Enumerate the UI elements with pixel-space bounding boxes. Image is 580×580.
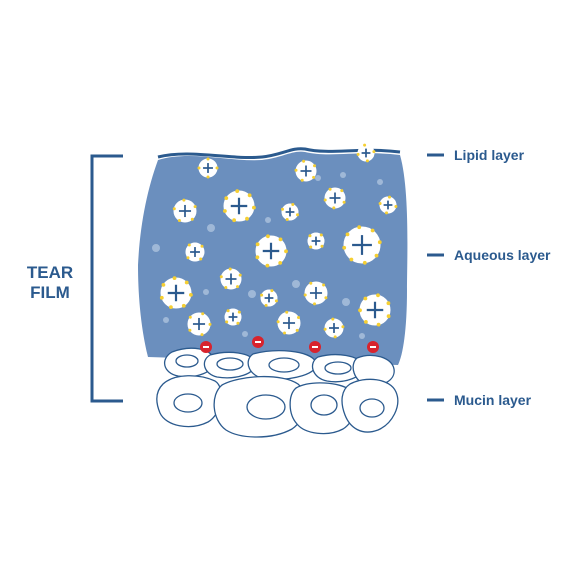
positive-particle-icon: [255, 234, 288, 268]
bubble: [359, 333, 365, 339]
cell-nucleus: [359, 398, 385, 418]
positive-particle-icon: [378, 195, 398, 215]
bubbles: [152, 172, 383, 339]
bubble: [340, 172, 346, 178]
tear-film-bracket: [90, 154, 123, 403]
cell-nucleus: [173, 393, 203, 413]
positive-particle-icon: [323, 317, 345, 339]
aqueous-layer-label: Aqueous layer: [454, 247, 551, 263]
positive-particle-icon: [260, 289, 278, 307]
mucin-layer-label: Mucin layer: [454, 392, 532, 408]
bubble: [242, 331, 248, 337]
positive-particle-icon: [223, 189, 256, 223]
bubble: [203, 289, 209, 295]
cell-nucleus: [268, 357, 300, 373]
positive-particle-icon: [303, 281, 328, 306]
bubble: [152, 244, 160, 252]
mucin-layer-cells: [156, 347, 399, 438]
tear-film-title: TEAR FILM: [27, 263, 73, 302]
lipid-layer-line: [157, 147, 401, 159]
bubble: [315, 175, 321, 181]
positive-particle-icon: [281, 203, 299, 221]
title-line-2: FILM: [30, 283, 70, 302]
bubble: [248, 290, 256, 298]
title-line-1: TEAR: [27, 263, 73, 282]
negative-ion-icon: [252, 336, 264, 348]
negative-ion-icon: [200, 341, 212, 353]
cell-nucleus: [246, 394, 286, 420]
cell-nucleus: [175, 354, 199, 368]
positive-particles: [159, 143, 398, 339]
positive-particle-icon: [197, 157, 219, 179]
positive-particle-icon: [276, 310, 301, 335]
lipid-layer-label: Lipid layer: [454, 147, 525, 163]
negative-ion-icon: [309, 341, 321, 353]
bubble: [292, 280, 300, 288]
positive-particle-icon: [358, 293, 391, 327]
positive-particle-icon: [187, 312, 212, 337]
positive-particle-icon: [172, 198, 197, 223]
bubble: [265, 217, 271, 223]
bubble: [377, 179, 383, 185]
layer-labels: Lipid layer Aqueous layer Mucin layer: [427, 147, 551, 408]
cell-nucleus: [324, 361, 352, 375]
bubble: [207, 224, 215, 232]
positive-particle-icon: [159, 276, 193, 309]
positive-particle-icon: [356, 143, 376, 163]
positive-particle-icon: [185, 242, 205, 262]
positive-particle-icon: [224, 308, 242, 326]
negative-ions: [200, 336, 379, 353]
bubble: [342, 298, 350, 306]
positive-particle-icon: [342, 225, 382, 265]
positive-particle-icon: [323, 187, 346, 210]
cell-nucleus: [216, 357, 244, 371]
positive-particle-icon: [294, 159, 317, 182]
bubble: [163, 317, 169, 323]
negative-ion-icon: [367, 341, 379, 353]
positive-particle-icon: [219, 267, 242, 290]
positive-particle-icon: [307, 232, 325, 250]
cell-nucleus: [310, 394, 338, 416]
